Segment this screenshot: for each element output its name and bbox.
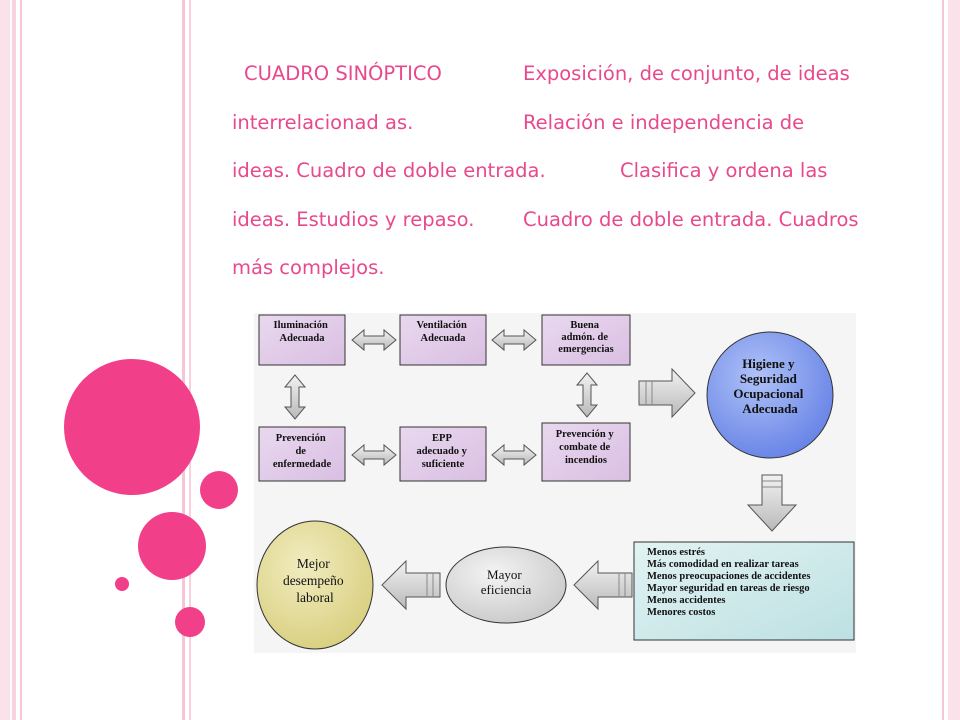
decorative-circle — [200, 471, 238, 509]
text-line: CUADRO SINÓPTICO Exposición, de conjunto… — [232, 62, 922, 111]
box-buena-admon: Buena admón. de emergencias — [541, 314, 631, 366]
decorative-circle — [138, 512, 206, 580]
text-line-right: Clasifica y ordena las — [620, 159, 828, 182]
box-ventilacion: Ventilación Adecuada — [399, 314, 487, 366]
svg-text:Ventilación Adecuada: Ventilación Adecuada — [417, 320, 470, 344]
text-line: interrelacionad as. Relación e independe… — [232, 111, 922, 160]
arrow-down-large — [746, 474, 798, 532]
arrow-left-large — [573, 559, 633, 611]
double-arrow-vertical — [575, 372, 599, 418]
benefit-item: Menos estrés — [647, 547, 705, 558]
svg-text:Buena admón. de em: Buena admón. de emergencias — [558, 320, 613, 355]
text-line: más complejos. — [232, 256, 922, 305]
benefit-item: Menos accidentes — [647, 595, 725, 606]
decorative-stripe — [942, 0, 944, 720]
text-line-left: interrelacionad as. — [232, 110, 414, 134]
box-prevencion-enfermedades: Prevención de enfermedade — [258, 426, 346, 482]
double-arrow-horizontal — [491, 443, 537, 467]
text-line: ideas. Estudios y repaso. Cuadro de dobl… — [232, 208, 922, 257]
ellipse-mejor-desempeno: Mejor desempeño laboral — [256, 520, 374, 650]
benefit-item: Mayor seguridad en tareas de riesgo — [647, 583, 810, 594]
decorative-stripe — [20, 0, 22, 720]
text-line-left: más complejos. — [232, 256, 385, 279]
double-arrow-horizontal — [351, 443, 397, 467]
text-line-right: Exposición, de conjunto, de ideas — [523, 62, 850, 85]
benefit-item: Menores costos — [647, 607, 715, 618]
svg-text:Prevención y combate de: Prevención y combate de incendios — [556, 429, 616, 466]
double-arrow-horizontal — [351, 328, 397, 352]
benefit-item: Menos preocupaciones de accidentes — [647, 571, 810, 582]
text-line-left: CUADRO SINÓPTICO — [244, 62, 442, 85]
arrow-left-large — [381, 559, 441, 611]
box-prevencion-incendios: Prevención y combate de incendios — [541, 422, 631, 482]
double-arrow-horizontal — [491, 328, 537, 352]
svg-text:Menos estrés Más comodid: Menos estrés Más comodidad en realizar t… — [647, 547, 813, 618]
hygiene-safety-diagram: Iluminación Adecuada Ventilación Adecuad… — [254, 313, 856, 653]
decorative-stripe — [0, 0, 10, 720]
ellipse-higiene-seguridad: Higiene y Seguridad Ocupacional Adecuada — [706, 331, 834, 459]
svg-text:Iluminación Adecuada: Iluminación Adecuada — [274, 320, 331, 344]
text-line-right: Relación e independencia de — [523, 110, 805, 134]
double-arrow-vertical — [283, 374, 307, 420]
box-epp: EPP adecuado y suficiente — [399, 426, 487, 482]
decorative-stripe — [189, 0, 191, 720]
text-line-left: ideas. Cuadro de doble entrada. — [232, 159, 546, 182]
arrow-right-large — [638, 367, 696, 419]
slide-body-text: CUADRO SINÓPTICO Exposición, de conjunto… — [232, 62, 922, 305]
box-iluminacion: Iluminación Adecuada — [258, 314, 346, 366]
text-line-left: ideas. Estudios y repaso. — [232, 207, 475, 231]
decorative-stripe — [182, 0, 185, 720]
decorative-circle — [115, 577, 129, 591]
benefits-box: Menos estrés Más comodidad en realizar t… — [633, 541, 855, 641]
decorative-stripe — [12, 0, 16, 720]
svg-text:Prevención de enfe: Prevención de enfermedade — [273, 433, 332, 470]
decorative-circle — [64, 359, 200, 495]
text-line: ideas. Cuadro de doble entrada. Clasific… — [232, 159, 922, 208]
ellipse-mayor-eficiencia: Mayor eficiencia — [445, 546, 567, 624]
svg-text:Higiene y Seguridad: Higiene y Seguridad Ocupacional Adecuada — [733, 356, 806, 416]
decorative-stripe — [948, 0, 960, 720]
svg-text:Mayor eficiencia: Mayor eficiencia — [481, 567, 532, 597]
svg-text:Mejor desempeño la: Mejor desempeño laboral — [283, 556, 347, 605]
decorative-circle — [175, 607, 205, 637]
benefit-item: Más comodidad en realizar tareas — [647, 559, 799, 570]
svg-text:EPP adecuado y suf: EPP adecuado y suficiente — [416, 433, 469, 470]
text-line-right: Cuadro de doble entrada. Cuadros — [523, 207, 859, 231]
